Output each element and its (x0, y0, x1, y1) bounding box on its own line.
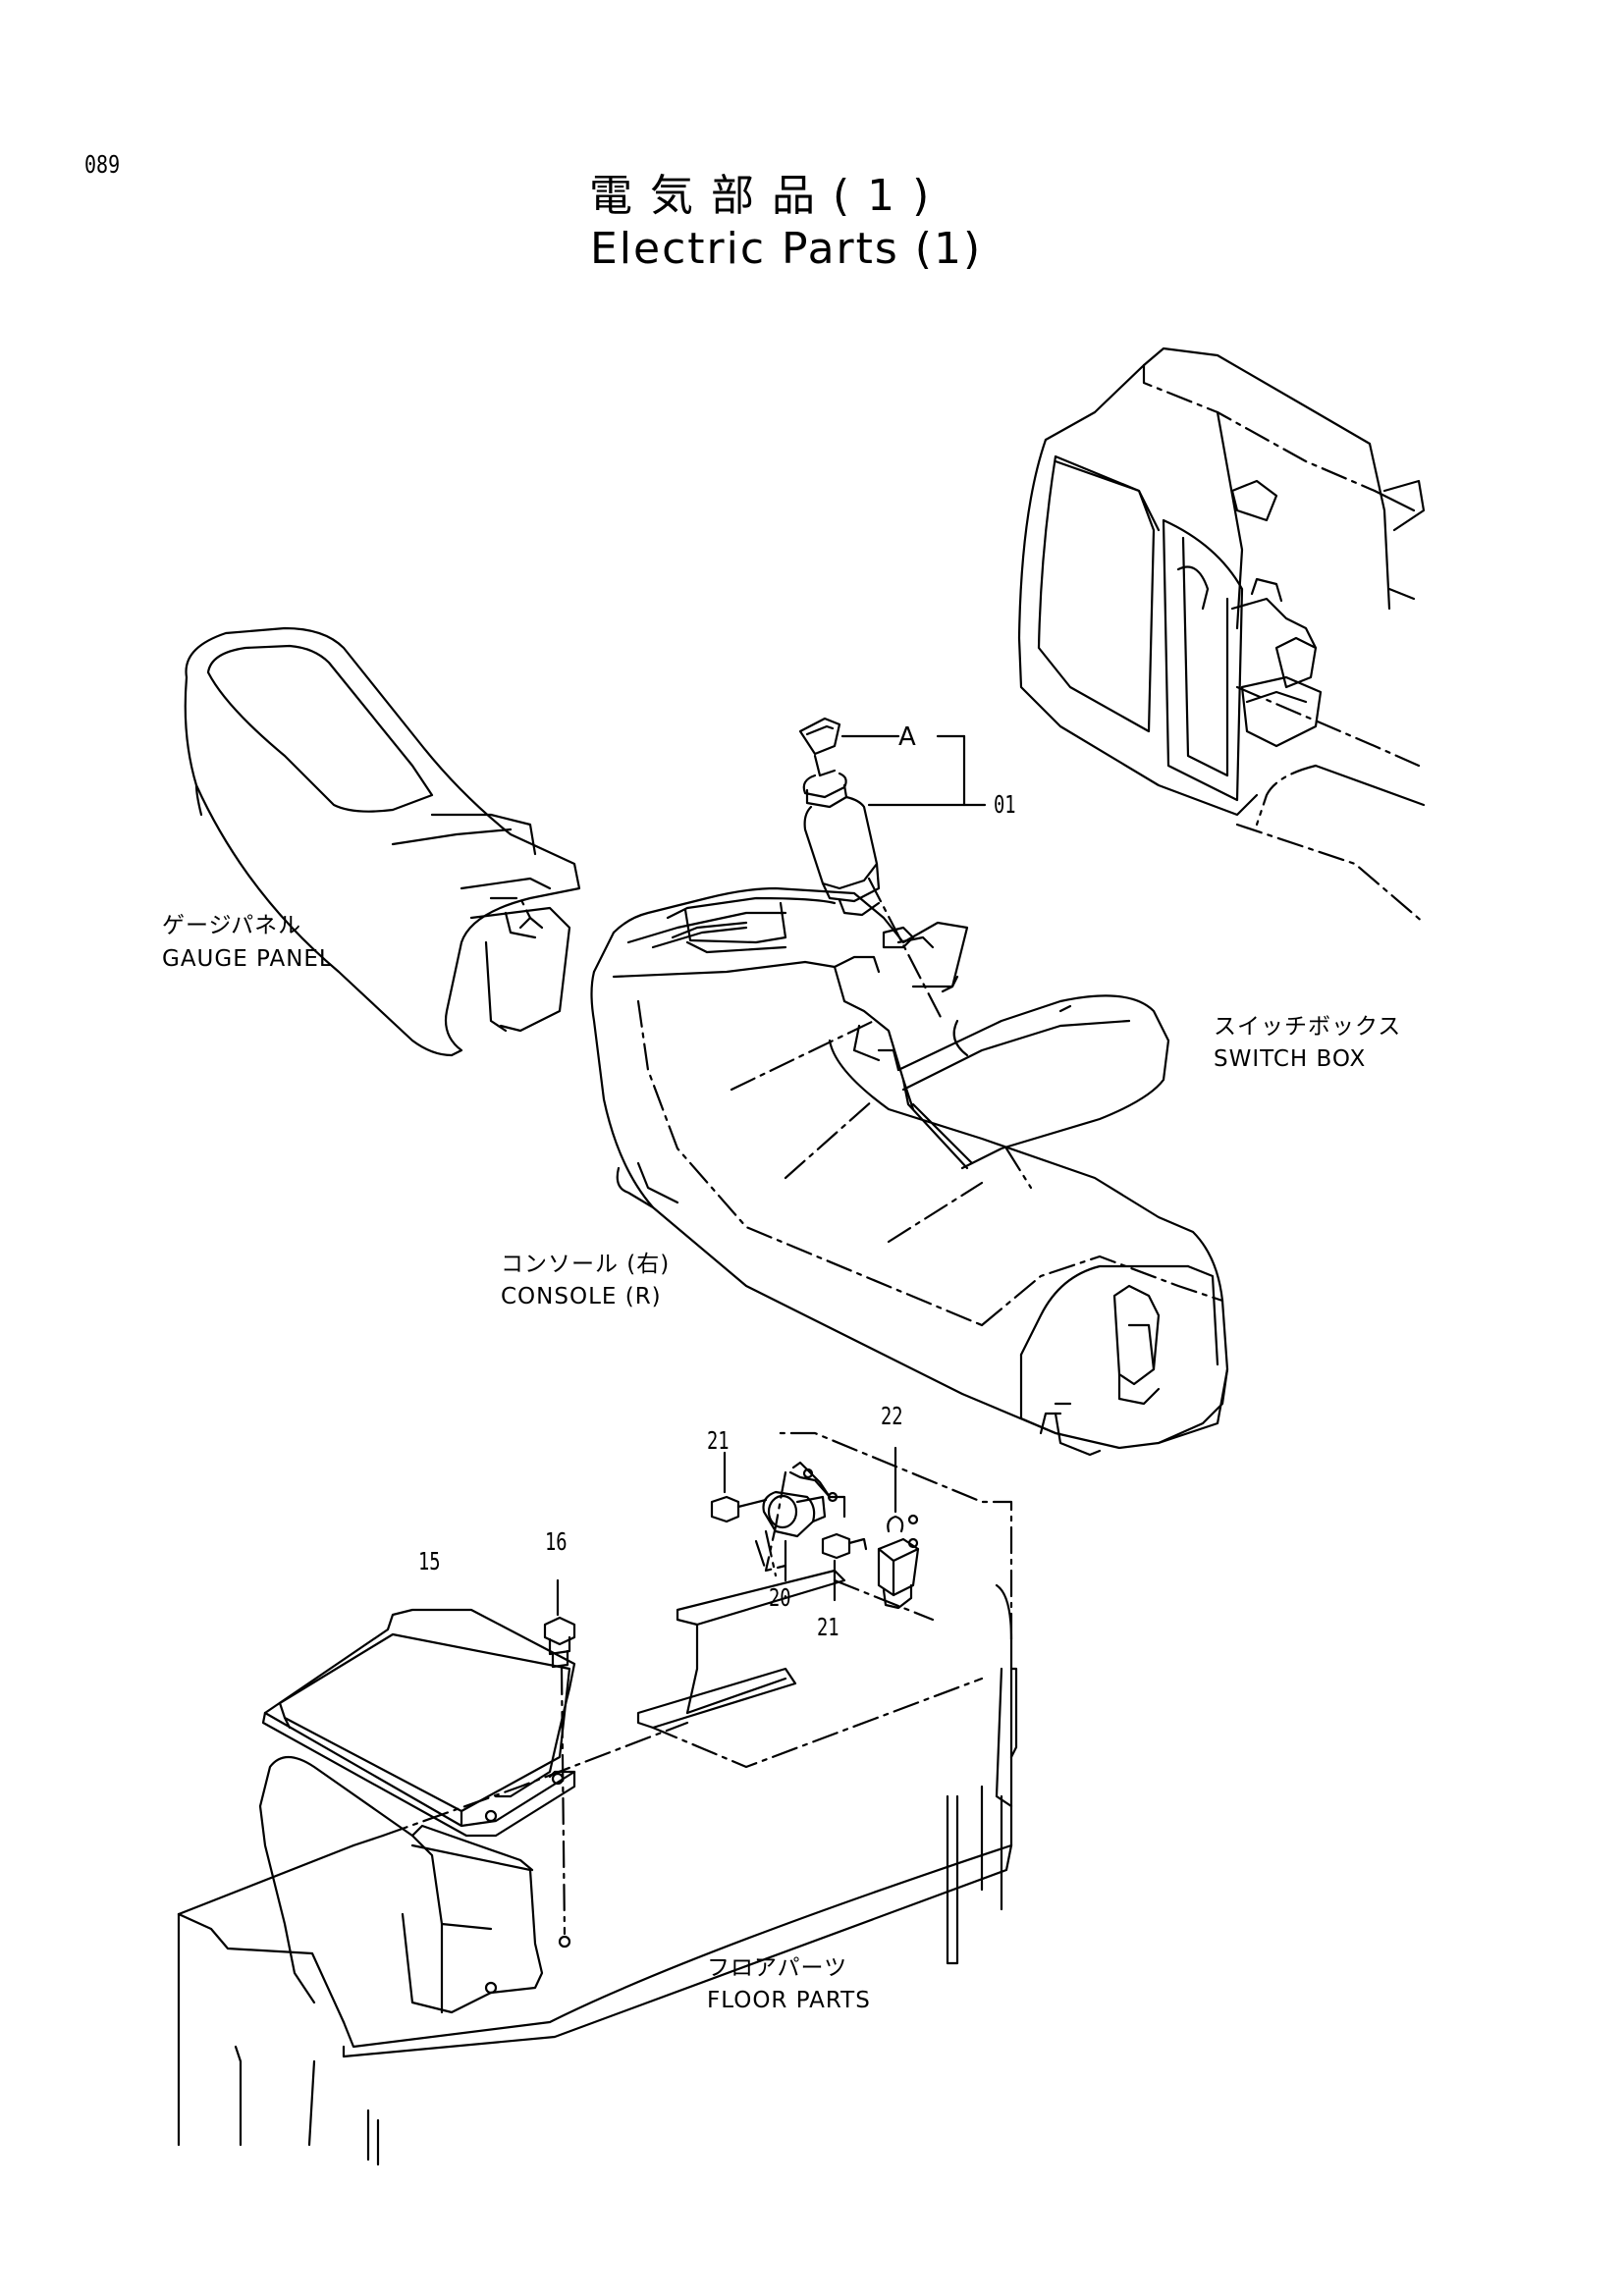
callout-16: 16 (545, 1527, 568, 1556)
label-switch-box-en: SWITCH BOX (1214, 1046, 1367, 1072)
part-21-bolt-bottom-illustration (821, 1532, 868, 1602)
callout-20: 20 (769, 1583, 791, 1612)
part-22-relay-illustration (877, 1446, 920, 1610)
label-floor-parts-en: FLOOR PARTS (707, 1988, 871, 2013)
cab-illustration (1017, 347, 1426, 925)
page-title-japanese: 電気部品(1) (589, 171, 947, 221)
callout-21-top: 21 (707, 1426, 730, 1455)
key-switch-illustration (798, 717, 881, 917)
label-gauge-panel-en: GAUGE PANEL (162, 946, 333, 972)
callout-15: 15 (418, 1547, 441, 1575)
callout-01: 01 (994, 790, 1016, 819)
label-switch-box-jp: スイッチボックス (1214, 1014, 1402, 1040)
callout-22: 22 (881, 1402, 903, 1430)
label-floor-parts-jp: フロアパーツ (707, 1955, 848, 1981)
callout-a: A (898, 722, 916, 752)
label-console-en: CONSOLE (R) (501, 1284, 662, 1309)
page-title-english: Electric Parts (1) (590, 224, 983, 274)
console-illustration (590, 886, 1229, 1457)
callout-leaders-top (840, 734, 987, 1023)
part-20-sensor-illustration (762, 1490, 827, 1582)
part-15-illustration (261, 1608, 576, 1838)
bracket-illustration (788, 1461, 846, 1519)
part-16-bolt-illustration (543, 1578, 576, 1949)
page-number: 089 (84, 150, 121, 179)
label-gauge-panel-jp: ゲージパネル (162, 913, 302, 938)
part-21-bolt-top-illustration (710, 1451, 768, 1523)
callout-21-bottom: 21 (817, 1613, 839, 1641)
gauge-panel-illustration (184, 626, 581, 1057)
label-console-jp: コンソール (右) (501, 1252, 671, 1277)
floor-parts-illustration (177, 1431, 1018, 2166)
